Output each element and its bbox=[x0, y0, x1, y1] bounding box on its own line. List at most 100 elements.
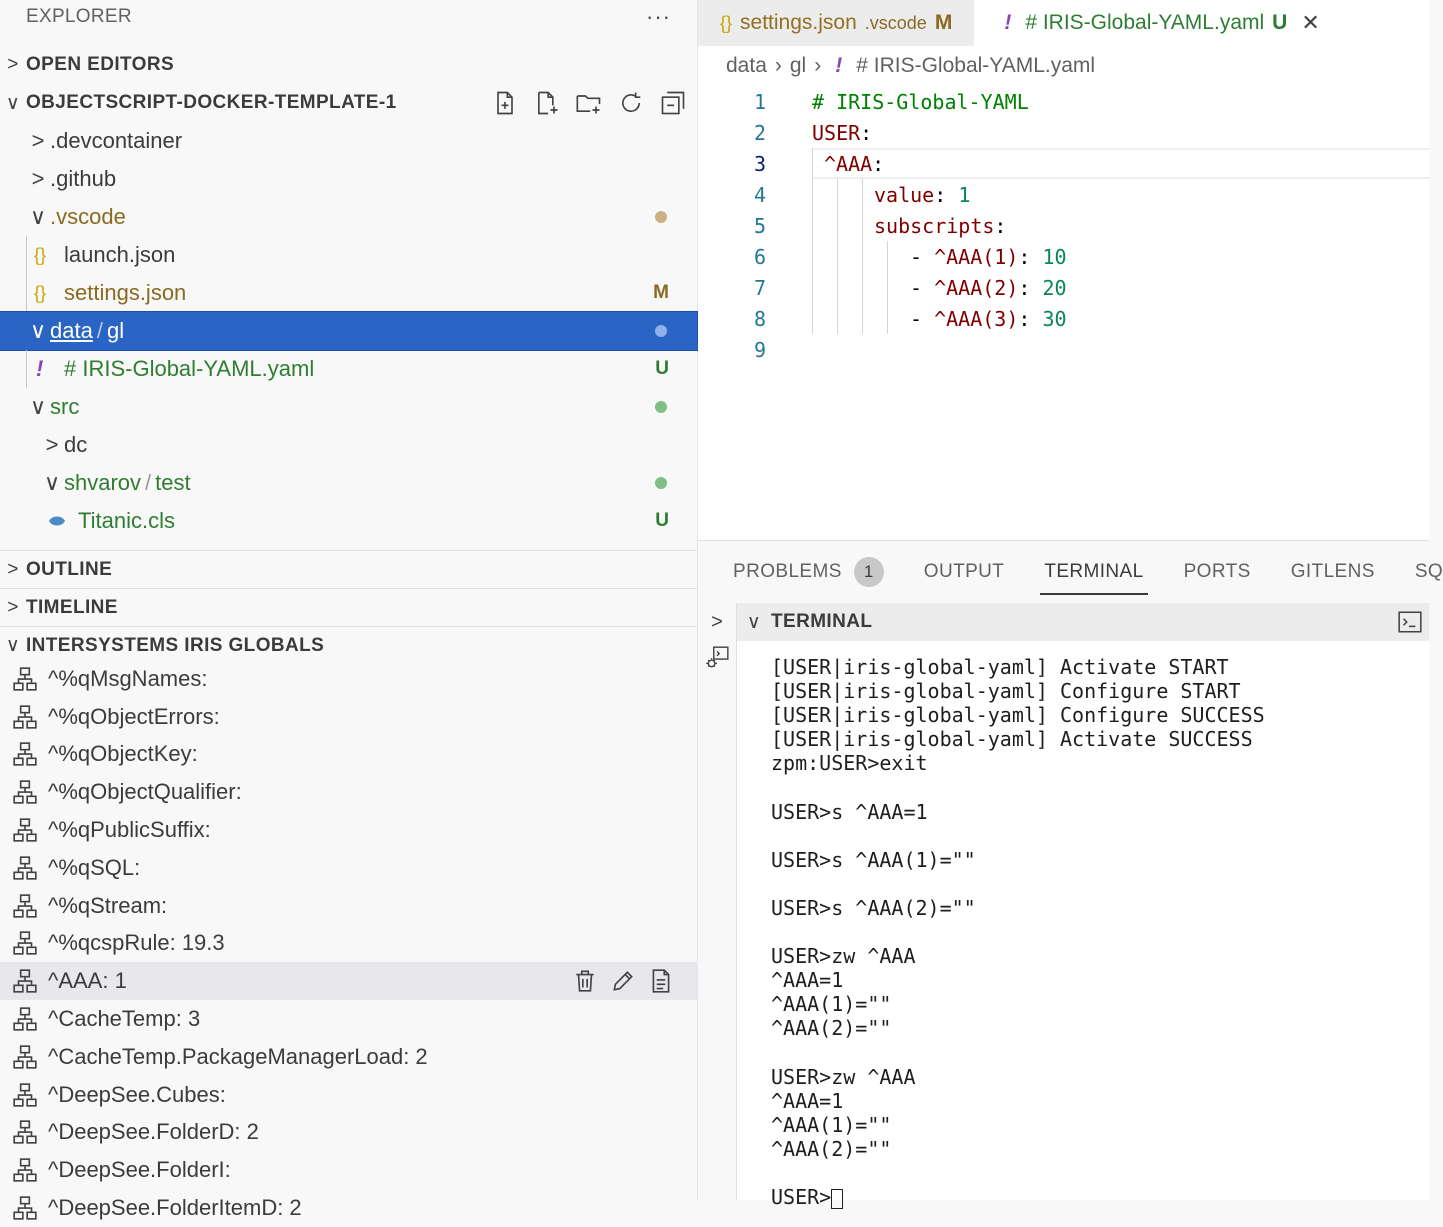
global-label: ^%qMsgNames: bbox=[48, 665, 208, 691]
new-file-icon[interactable] bbox=[491, 89, 519, 117]
dash: - bbox=[910, 275, 935, 300]
chevron-right-icon[interactable]: > bbox=[711, 610, 723, 633]
global-item[interactable]: ^%qStream: bbox=[0, 887, 698, 925]
terminal-output[interactable]: [USER|iris-global-yaml] Activate START [… bbox=[737, 641, 1429, 1209]
tree-item-settings-json[interactable]: {} settings.json M bbox=[0, 274, 697, 312]
tree-item-label-data[interactable]: data bbox=[50, 318, 93, 343]
global-item[interactable]: ^AAA: 1 bbox=[0, 962, 698, 1001]
line-number: 2 bbox=[753, 120, 766, 145]
tab-terminal[interactable]: TERMINAL bbox=[1040, 541, 1148, 603]
timeline-section[interactable]: > TIMELINE bbox=[0, 588, 697, 626]
global-item[interactable]: ^CacheTemp: 3 bbox=[0, 1000, 698, 1038]
json-icon: {} bbox=[34, 282, 47, 303]
yaml-key: subscripts bbox=[874, 213, 995, 238]
breadcrumb-item[interactable]: data bbox=[726, 54, 767, 77]
code-editor[interactable]: 1 # IRIS-Global-YAML 2 USER: 3 ^AAA: 4 v… bbox=[698, 86, 1429, 365]
breadcrumb: data › gl › ! # IRIS-Global-YAML.yaml bbox=[698, 46, 1429, 86]
global-item[interactable]: ^DeepSee.FolderI: bbox=[0, 1151, 698, 1189]
global-label: ^AAA: 1 bbox=[48, 968, 127, 994]
tree-item-label: .github bbox=[50, 166, 117, 191]
terminal-icon[interactable] bbox=[1397, 609, 1423, 635]
tab-ports[interactable]: PORTS bbox=[1184, 541, 1251, 603]
tree-item-titanic-cls[interactable]: Titanic.cls U bbox=[0, 502, 697, 540]
indent-guide bbox=[26, 236, 27, 274]
global-item[interactable]: ^%qcspRule: 19.3 bbox=[0, 925, 698, 963]
global-item[interactable]: ^DeepSee.Cubes: bbox=[0, 1076, 698, 1114]
tree-item-yaml-file[interactable]: ! # IRIS-Global-YAML.yaml U bbox=[0, 350, 697, 388]
yaml-value: 10 bbox=[1042, 244, 1067, 269]
global-item[interactable]: ^%qPublicSuffix: bbox=[0, 811, 698, 849]
new-file-icon[interactable] bbox=[533, 89, 561, 117]
global-item[interactable]: ^DeepSee.FolderItemD: 2 bbox=[0, 1189, 698, 1227]
tree-item-devcontainer[interactable]: > .devcontainer bbox=[0, 122, 697, 160]
tab-gitlens[interactable]: GITLENS bbox=[1291, 541, 1375, 603]
line-number: 3 bbox=[753, 151, 766, 176]
terminal-header: ∨ TERMINAL bbox=[737, 603, 1429, 641]
tab-label: GITLENS bbox=[1290, 561, 1375, 582]
global-item[interactable]: ^%qSQL: bbox=[0, 849, 698, 887]
global-item[interactable]: ^%qObjectQualifier: bbox=[0, 773, 698, 811]
chevron-right-icon: › bbox=[814, 54, 822, 77]
tree-item-vscode[interactable]: ∨ .vscode bbox=[0, 198, 697, 236]
global-label: ^DeepSee.Cubes: bbox=[48, 1081, 226, 1107]
code-text: - ^AAA(3): 30 bbox=[910, 307, 1067, 331]
punctuation: : bbox=[1018, 306, 1043, 331]
hierarchy-icon bbox=[13, 818, 37, 842]
tree-item-label-test: test bbox=[155, 470, 191, 495]
yaml-key: value bbox=[874, 182, 935, 207]
tab-sq[interactable]: SQ bbox=[1415, 541, 1443, 603]
global-item[interactable]: ^CacheTemp.PackageManagerLoad: 2 bbox=[0, 1038, 698, 1076]
workspace-section[interactable]: ∨ OBJECTSCRIPT-DOCKER-TEMPLATE-1 bbox=[0, 84, 697, 122]
edit-icon[interactable] bbox=[610, 968, 636, 994]
tab-output[interactable]: OUTPUT bbox=[924, 541, 1005, 603]
timeline-label: TIMELINE bbox=[26, 596, 118, 618]
tab-problems[interactable]: PROBLEMS 1 bbox=[733, 541, 884, 603]
iris-globals-label: INTERSYSTEMS IRIS GLOBALS bbox=[26, 634, 325, 656]
yaml-key: ^AAA(3) bbox=[934, 306, 1019, 331]
global-label: ^%qObjectKey: bbox=[48, 741, 198, 767]
code-text: - ^AAA(1): 10 bbox=[910, 245, 1067, 269]
iris-globals-section[interactable]: ∨ INTERSYSTEMS IRIS GLOBALS bbox=[0, 626, 697, 664]
debug-console-icon[interactable] bbox=[704, 645, 730, 671]
tree-item-data-gl[interactable]: ∨ data / gl bbox=[0, 311, 698, 351]
yaml-key: ^AAA bbox=[824, 151, 873, 176]
chevron-down-icon[interactable]: ∨ bbox=[746, 611, 762, 633]
tab-settings-json[interactable]: {} settings.json .vscode M bbox=[698, 0, 975, 46]
global-item[interactable]: ^DeepSee.FolderD: 2 bbox=[0, 1114, 698, 1152]
new-folder-icon[interactable] bbox=[575, 89, 603, 117]
tree-item-src[interactable]: ∨ src bbox=[0, 388, 697, 426]
tree-item-dc[interactable]: > dc bbox=[0, 426, 697, 464]
tab-yaml-file[interactable]: ! # IRIS-Global-YAML.yaml U ✕ bbox=[974, 0, 1429, 46]
chevron-down-icon: ∨ bbox=[29, 318, 47, 343]
open-editors-section[interactable]: > OPEN EDITORS bbox=[0, 46, 697, 84]
tree-item-github[interactable]: > .github bbox=[0, 160, 697, 198]
tree-item-label-gl[interactable]: gl bbox=[106, 318, 125, 343]
tree-item-shvarov-test[interactable]: ∨ shvarov / test bbox=[0, 464, 697, 502]
open-editors-label: OPEN EDITORS bbox=[26, 54, 175, 75]
global-label: ^%qcspRule: 19.3 bbox=[48, 930, 225, 956]
indent-guide bbox=[887, 241, 888, 334]
close-icon[interactable]: ✕ bbox=[1301, 10, 1320, 35]
hierarchy-icon bbox=[13, 894, 37, 918]
global-item[interactable]: ^%qMsgNames: bbox=[0, 660, 698, 698]
untracked-badge: U bbox=[655, 510, 669, 531]
document-icon[interactable] bbox=[648, 968, 674, 994]
tree-item-launch-json[interactable]: {} launch.json bbox=[0, 236, 697, 274]
outline-section[interactable]: > OUTLINE bbox=[0, 550, 697, 588]
global-item[interactable]: ^%qObjectErrors: bbox=[0, 698, 698, 736]
more-actions-button[interactable]: ··· bbox=[646, 4, 671, 29]
class-file-icon bbox=[49, 516, 65, 526]
chevron-down-icon: ∨ bbox=[29, 204, 47, 229]
collapse-all-icon[interactable] bbox=[659, 89, 687, 117]
hierarchy-icon bbox=[13, 780, 37, 804]
breadcrumb-item[interactable]: # IRIS-Global-YAML.yaml bbox=[856, 54, 1096, 77]
indent-guide bbox=[837, 179, 838, 334]
chevron-down-icon: ∨ bbox=[5, 92, 21, 114]
trash-icon[interactable] bbox=[572, 968, 598, 994]
refresh-icon[interactable] bbox=[617, 89, 645, 117]
breadcrumb-item[interactable]: gl bbox=[789, 54, 807, 77]
global-item[interactable]: ^%qObjectKey: bbox=[0, 736, 698, 774]
bottom-panel: PROBLEMS 1 OUTPUT TERMINAL PORTS GITLENS… bbox=[698, 540, 1443, 1209]
line-number: 5 bbox=[753, 213, 766, 238]
hierarchy-icon bbox=[13, 1196, 37, 1220]
